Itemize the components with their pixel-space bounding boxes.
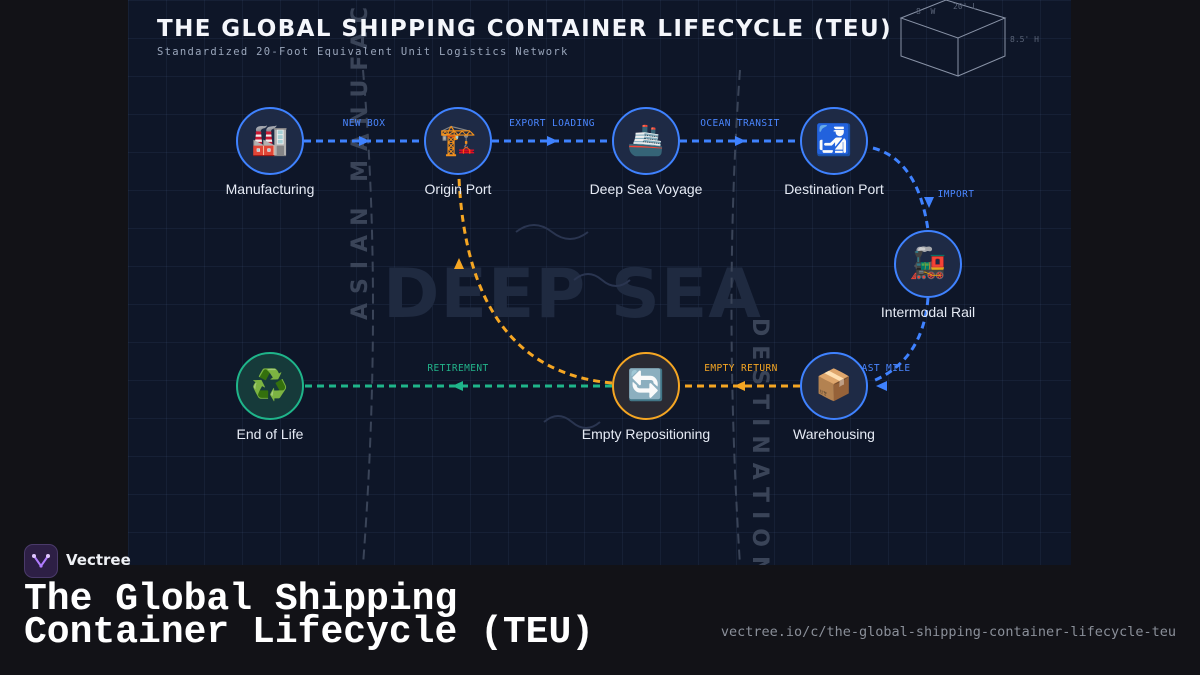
node-label-empty-repositioning: Empty Repositioning [581,426,711,442]
region-boundaries [362,69,741,565]
repeat-icon: 🔄 [627,369,665,402]
edge-label: OCEAN TRANSIT [700,118,780,129]
arrow-icon [547,136,558,146]
watermark: DEEP SEA [383,255,762,334]
node-end-of-life[interactable]: ♻️ [236,352,304,420]
locomotive-icon: 🚂 [909,247,947,280]
wave-decoration [543,415,601,429]
container-outline [957,18,1006,77]
brand-name: Vectree [66,551,131,569]
recycle-icon: ♻️ [251,369,289,402]
vectree-logo-icon [24,544,58,578]
diagram-card: DEEP SEA ASIAN MANUFACTURING DESTINATION… [128,0,1071,565]
edge-empty-repositioning-to-origin-port [457,177,613,385]
arrow-icon [876,381,887,391]
boundary-left [362,69,374,565]
node-label-deep-sea-voyage: Deep Sea Voyage [589,181,703,197]
customs-icon: 🛃 [815,124,853,157]
edge-intermodal-rail-to-warehousing [872,297,930,383]
container-wireframe: 8' W 20' L 8.5' H [899,0,1039,77]
wave-decoration [573,273,631,287]
edge-label: LAST MILE [855,363,911,374]
edge-layer [304,136,934,391]
node-label-destination-port: Destination Port [784,181,884,197]
crane-icon: 🏗️ [439,124,477,157]
node-warehousing[interactable]: 📦 [800,352,868,420]
node-intermodal-rail[interactable]: 🚂 [894,230,962,298]
container-outline [900,18,959,77]
arrow-icon [454,258,464,269]
node-destination-port[interactable]: 🛃 [800,107,868,175]
arrow-icon [924,197,934,208]
node-label-origin-port: Origin Port [424,181,492,197]
wave-decorations [515,224,631,429]
node-manufacturing[interactable]: 🏭 [236,107,304,175]
ship-icon: 🚢 [627,124,665,157]
node-label-end-of-life: End of Life [236,426,304,442]
dimension-length: 20' L [953,2,977,11]
arrow-icon [735,136,746,146]
edge-destination-port-to-intermodal-rail [872,146,930,231]
node-origin-port[interactable]: 🏗️ [424,107,492,175]
arrow-icon [359,136,370,146]
diagram-title: THE GLOBAL SHIPPING CONTAINER LIFECYCLE … [157,16,893,42]
lifecycle-diagram: 8' W 20' L 8.5' H [304,0,1039,565]
node-empty-repositioning[interactable]: 🔄 [612,352,680,420]
node-deep-sea-voyage[interactable]: 🚢 [612,107,680,175]
footer-url[interactable]: vectree.io/c/the-global-shipping-contain… [720,624,1176,640]
boundary-right [730,69,741,565]
dimension-height: 8.5' H [1010,35,1039,44]
edge-label: EMPTY RETURN [704,363,778,374]
edge-label: EXPORT LOADING [509,118,595,129]
factory-icon: 🏭 [251,124,289,157]
arrow-icon [452,381,463,391]
edge-label: IMPORT [937,189,975,200]
edge-label: NEW BOX [342,118,386,129]
wave-decoration [515,224,589,240]
arrow-icon [734,381,745,391]
dimension-width: 8' W [916,7,935,16]
edge-label: RETIREMENT [427,363,489,374]
footer-title: The Global Shipping Container Lifecycle … [24,578,595,654]
node-label-intermodal-rail: Intermodal Rail [880,304,976,320]
package-icon: 📦 [815,369,853,402]
node-label-manufacturing: Manufacturing [225,181,315,197]
diagram-subtitle: Standardized 20-Foot Equivalent Unit Log… [157,46,569,58]
node-label-warehousing: Warehousing [793,426,875,442]
